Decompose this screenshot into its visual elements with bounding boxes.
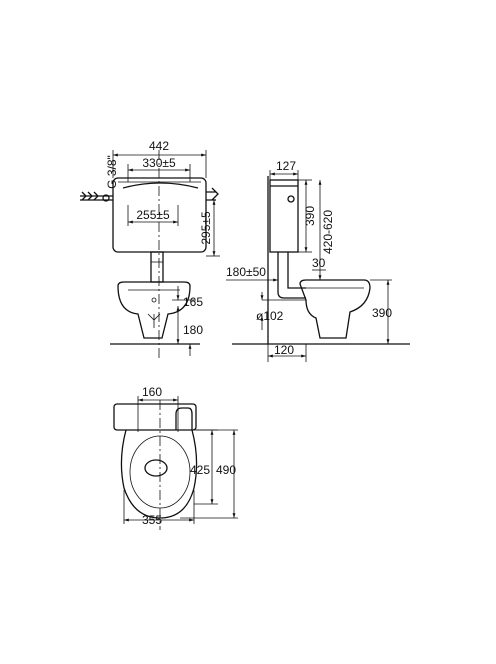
side-pipe xyxy=(277,252,306,299)
dim-tank-depth: 127 xyxy=(276,159,296,173)
plan-bowl xyxy=(120,429,198,519)
valve-icon xyxy=(206,187,219,201)
dim-inner-length: 425 xyxy=(190,463,210,477)
dim-bowl-width: 355 xyxy=(142,513,162,527)
inlet-pipe-icon xyxy=(80,191,113,202)
plan-view: 160 425 490 355 xyxy=(113,385,238,530)
dim-tank-height: 390 xyxy=(303,206,317,226)
dim-fixing-height: 180 xyxy=(183,323,203,337)
cistern-lid-curve xyxy=(122,182,199,189)
front-view: 442 330±5 255±5 G 3/8" 295±5 165 180 xyxy=(80,139,220,360)
dim-outlet-diameter: ø102 xyxy=(256,309,284,323)
dim-fixing-spacing: 160 xyxy=(142,385,162,399)
dim-tank-width: 442 xyxy=(149,139,169,153)
side-tank xyxy=(269,179,299,253)
side-bowl xyxy=(299,279,371,339)
dim-tank-range: 420-620 xyxy=(321,210,335,254)
side-view: 127 390 420-620 30 180±50 ø102 390 120 xyxy=(226,159,410,362)
dim-floor-offset: 120 xyxy=(274,343,294,357)
dim-tank-height-offset: 295±5 xyxy=(199,211,213,245)
tank-button xyxy=(287,195,295,203)
dim-outlet-spacing: 255±5 xyxy=(136,208,170,222)
flush-pipe xyxy=(150,251,164,283)
dim-total-length: 490 xyxy=(216,463,236,477)
dim-bowl-rim-height: 165 xyxy=(183,295,203,309)
dim-inlet-thread: G 3/8" xyxy=(105,155,119,189)
plan-drain xyxy=(144,459,168,477)
plan-tank xyxy=(113,403,197,431)
dim-bowl-height: 390 xyxy=(372,306,392,320)
dim-pipe-offset: 30 xyxy=(312,256,326,270)
dim-mount-spacing: 330±5 xyxy=(142,156,176,170)
plan-button xyxy=(175,407,193,430)
front-bowl xyxy=(117,281,191,339)
dim-pipe-horizontal: 180±50 xyxy=(226,265,266,279)
